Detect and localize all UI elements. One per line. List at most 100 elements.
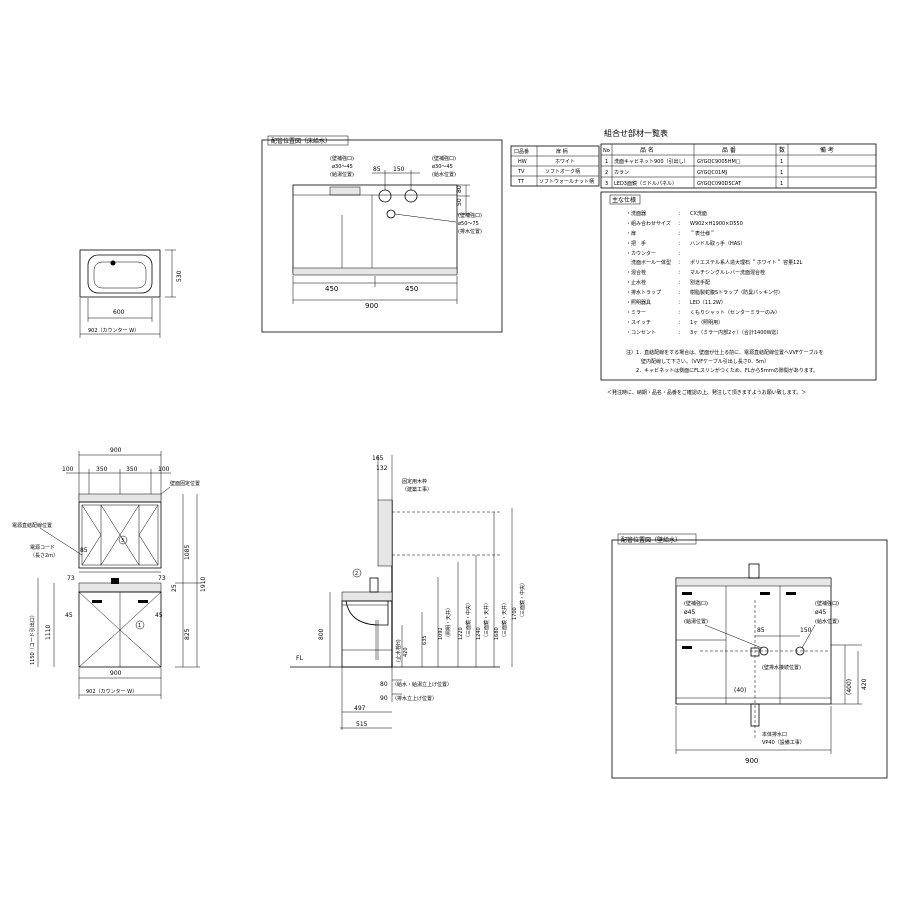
wall-piping-title: 配管位置図（壁給水）	[621, 536, 681, 544]
front-dim-902-bottom: 902（カウンター W）	[86, 688, 137, 695]
spec-label: ・扉	[626, 230, 636, 237]
spec-colon: ：	[678, 330, 683, 336]
parts-header-name: 品 名	[640, 146, 654, 154]
floor-dim-150: 150	[393, 166, 405, 173]
front-mirror-cabinet	[78, 501, 162, 569]
wall-handle	[682, 646, 692, 649]
floor-drain-dim: ø50〜75	[458, 221, 479, 227]
parts-header-note: 備 考	[820, 146, 834, 154]
front-dim-350b: 350	[126, 466, 138, 473]
spec-label: ・スイッチ	[626, 320, 651, 326]
side-mirror-cabinet	[377, 499, 393, 567]
wall-dim-420: 420	[861, 678, 868, 690]
side-label-80: （給水・給湯立上げ位置）	[392, 681, 452, 688]
front-dim-73b: 73	[158, 575, 166, 582]
front-power-cord-label: 電源コード	[30, 544, 55, 551]
wall-dim-900: 900	[745, 757, 758, 765]
wall-pipe-label: 本体排水口	[762, 731, 787, 738]
wall-drain-label: (壁排水接続位置)	[762, 664, 801, 671]
side-dim-80: 80	[380, 681, 388, 688]
spec-label: ・止水栓	[626, 279, 646, 286]
color-table-row: ホワイト	[555, 159, 575, 165]
wall-piping-panel: 配管位置図（壁給水） (壁補強口) ø45 (給湯位置) (壁補強口) ø45 …	[611, 533, 888, 779]
parts-row: GYGQC9005HM□	[697, 159, 741, 165]
spec-value: ハンドル取っ手（HAS）	[690, 240, 745, 247]
front-wall-fix-label: 壁面固定位置	[170, 480, 200, 487]
spec-label: ・照明器具	[626, 300, 651, 306]
front-marker-3	[118, 535, 128, 545]
spec-value: 樹脂製蛇腹Sトラップ（防臭パッキン付）	[690, 289, 783, 296]
front-faucet	[111, 578, 119, 584]
side-dim-497: 497	[354, 705, 366, 712]
top-view-dim-530: 530	[176, 270, 183, 282]
spec-colon: ：	[678, 241, 683, 247]
spec-label: ・混合栓	[626, 269, 646, 276]
spec-note: 注）1．直結配線をする場合は、壁面が仕上る前に、電源直結配線位置へVVFケーブル…	[626, 349, 823, 356]
parts-row: 3	[605, 181, 608, 187]
side-view: 165 132 固定用木枠 （建築工事） 2 FL 800 420 (止水栓H)	[290, 455, 526, 730]
floor-left-dim: ø30〜45	[332, 164, 353, 170]
parts-list-title: 組合せ部材一覧表	[604, 128, 668, 138]
spec-value: 3ヶ（ミラー内部2ヶ）（合計1400W迄）	[690, 329, 782, 336]
spec-colon: ：	[678, 260, 683, 266]
spec-value: ＂表仕様＂	[690, 230, 715, 237]
front-dim-25: 25	[171, 584, 178, 592]
side-fl-label: FL	[296, 655, 303, 662]
side-dim-1240: 1240	[476, 627, 482, 640]
floor-dim-450b: 450	[405, 285, 418, 293]
front-dim-100b: 100	[158, 466, 170, 473]
front-marker-1-label: 1	[138, 623, 141, 629]
side-label-1680: （三面鏡・天井）	[501, 600, 508, 640]
floor-drain-pos-label: (排水位置)	[458, 228, 482, 235]
side-fixing-label: 固定用木枠	[402, 478, 427, 485]
color-table: 口品番 扉 柄 HW ホワイト TV ソフトオーク柄 TT ソフトウォールナット…	[510, 145, 600, 187]
side-faucet	[369, 577, 379, 593]
side-dim-90: 90	[380, 695, 388, 702]
front-handle-right	[138, 600, 148, 603]
front-dim-900-top: 900	[110, 447, 122, 454]
spec-colon: ：	[678, 320, 683, 326]
parts-header-qty: 数	[779, 146, 785, 154]
floor-cabinet-outline	[292, 184, 458, 274]
spec-colon: ：	[678, 231, 683, 237]
parts-row: 1	[605, 159, 608, 165]
spec-value: CX洗面	[690, 210, 707, 217]
color-table-row: ソフトウォールナット柄	[539, 178, 594, 185]
parts-row: 1	[780, 170, 783, 176]
spec-colon: ：	[678, 280, 683, 286]
wall-pipe-label2: VP40（設備工事）	[762, 739, 805, 746]
spec-note: 壁内配線して下さい。（VVFケーブル引出し長さ0．5ｍ）	[626, 358, 769, 365]
side-dim-515: 515	[356, 721, 368, 728]
floor-drain-hole	[386, 209, 396, 219]
top-view: 530 600 902（カウンター W）	[79, 249, 183, 338]
wall-dim-40: (40)	[734, 687, 746, 694]
wall-left-pos-label: (給湯位置)	[684, 618, 708, 625]
parts-row: カラン	[614, 170, 629, 176]
spec-colon: ：	[678, 290, 683, 296]
top-view-basin	[87, 254, 153, 294]
spec-colon: ：	[678, 310, 683, 316]
front-dim-73a: 73	[67, 575, 75, 582]
parts-row: LED3面鏡（ミドルパネル）	[614, 180, 677, 187]
floor-left-pos-label: (給湯位置)	[330, 171, 354, 178]
side-dim-132: 132	[376, 465, 388, 472]
side-basin	[345, 600, 389, 626]
side-dim-800: 800	[318, 628, 325, 640]
color-table-row: TV	[517, 169, 525, 175]
spec-label: ・把 手	[626, 240, 646, 247]
spec-note: 2．キャビネットは側面にFLスリンがつくため、FLから5ｍｍの隙間があります。	[626, 367, 818, 374]
spec-label: 洗面ボール一体型	[626, 259, 671, 266]
color-table-row: HW	[518, 159, 527, 165]
front-marker-3-label: 3	[121, 538, 124, 544]
side-label-90: （排水立上げ位置）	[392, 695, 437, 702]
wall-cabinet-outline	[675, 577, 832, 705]
floor-dim-450a: 450	[325, 285, 338, 293]
front-power-direct-label: 電源直結配線位置	[12, 522, 52, 529]
side-dim-1700: 1700	[512, 607, 518, 620]
front-cord-length-label: （長さ2ｍ）	[30, 552, 58, 559]
color-table-header-pattern: 扉 柄	[556, 148, 568, 155]
wall-right-pos-label: (給水位置)	[815, 618, 839, 625]
side-counter	[341, 591, 393, 602]
spec-colon: ：	[678, 251, 683, 257]
floor-dim-50: 50	[456, 198, 463, 206]
